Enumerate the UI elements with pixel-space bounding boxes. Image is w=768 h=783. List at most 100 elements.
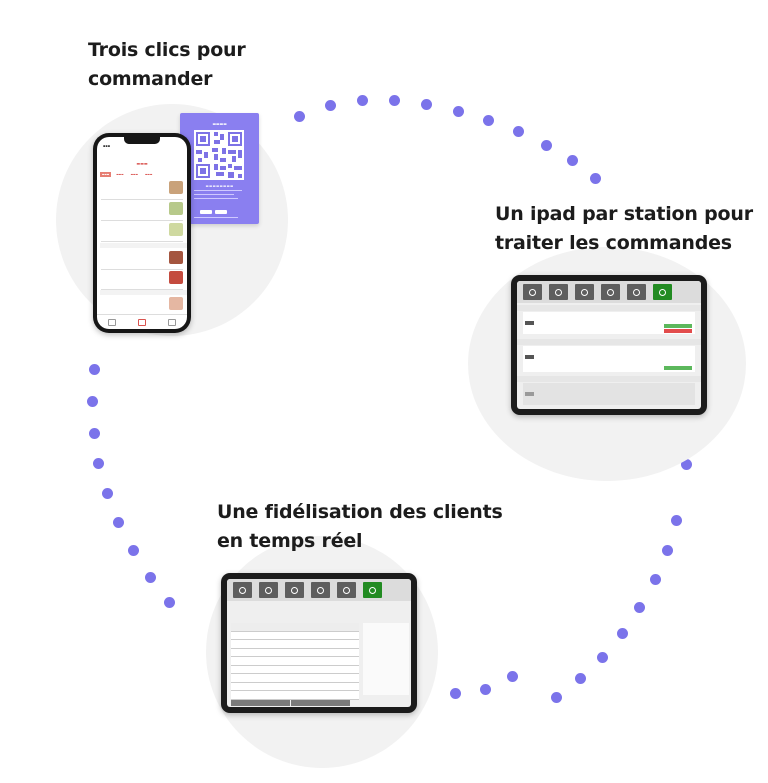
phone-menu-item xyxy=(101,200,183,221)
station-button-active xyxy=(653,284,672,300)
table-row xyxy=(231,657,359,666)
qr-card-text-line xyxy=(194,217,238,219)
loyalty-feature-title: Une fidélisation des clients en temps ré… xyxy=(217,498,503,556)
order-table-tag xyxy=(525,355,534,359)
station-button xyxy=(549,284,568,300)
path-dot xyxy=(88,427,100,439)
station-button xyxy=(575,284,594,300)
dish-thumbnail xyxy=(169,181,183,194)
order-table-tag xyxy=(525,392,534,396)
path-dot xyxy=(163,596,175,608)
order-card xyxy=(523,312,695,334)
order-title-line1: Trois clics pour xyxy=(88,39,246,61)
path-dot xyxy=(506,670,518,682)
dish-thumbnail xyxy=(169,297,183,310)
promotions-side-panel xyxy=(363,623,409,695)
path-dot xyxy=(482,114,494,126)
path-dot xyxy=(112,516,124,528)
path-dot xyxy=(680,458,692,470)
phone-bottom-nav xyxy=(97,314,187,329)
order-status-button xyxy=(664,366,692,370)
kitchen-ipad-screen xyxy=(517,281,701,409)
path-dot xyxy=(512,125,524,137)
loyalty-toolbar xyxy=(227,579,411,601)
phone-menu-item xyxy=(101,249,183,270)
order-section-header xyxy=(517,376,701,382)
order-card xyxy=(523,383,695,405)
station-button xyxy=(601,284,620,300)
phone-menu-item xyxy=(101,221,183,242)
table-row xyxy=(231,691,359,700)
path-dot xyxy=(356,94,368,106)
phone-mockup: ▪▪▪ ▬▬▬ ▬▬▬ ▬▬▬ ▬▬▬ ▬▬▬ xyxy=(93,133,191,333)
order-status-button xyxy=(664,324,692,328)
loyalty-ipad-mockup xyxy=(221,573,417,713)
qr-card-badge xyxy=(215,210,227,214)
path-dot xyxy=(92,457,104,469)
phone-tab: ▬▬▬ xyxy=(116,173,124,176)
order-section-header xyxy=(517,339,701,345)
path-dot xyxy=(452,105,464,117)
path-dot xyxy=(589,172,601,184)
phone-tab: ▬▬▬ xyxy=(100,172,112,177)
path-dot xyxy=(293,110,305,122)
table-row xyxy=(231,674,359,683)
loyalty-ipad-screen xyxy=(227,579,411,707)
path-dot xyxy=(88,363,100,375)
path-dot xyxy=(144,571,156,583)
loyalty-title-line1: Une fidélisation des clients xyxy=(217,501,503,523)
phone-menu-item xyxy=(101,295,183,315)
station-button xyxy=(627,284,646,300)
promotions-table xyxy=(231,623,359,700)
phone-tab: ▬▬▬ xyxy=(145,173,153,176)
toolbar-button xyxy=(311,582,330,598)
table-row xyxy=(231,631,359,640)
toolbar-button xyxy=(233,582,252,598)
path-dot xyxy=(388,94,400,106)
path-dot xyxy=(661,544,673,556)
qr-card-text-line xyxy=(194,198,238,200)
toolbar-button xyxy=(259,582,278,598)
path-dot xyxy=(574,672,586,684)
path-dot xyxy=(420,98,432,110)
path-dot xyxy=(324,99,336,111)
phone-section-divider xyxy=(100,243,187,248)
qr-card-text-line xyxy=(194,190,242,192)
qr-card-text-line xyxy=(194,194,234,196)
footer-segment xyxy=(231,700,290,706)
phone-menu-item xyxy=(101,269,183,290)
path-dot xyxy=(670,514,682,526)
loyalty-title-line2: en temps réel xyxy=(217,530,363,552)
path-dot xyxy=(616,627,628,639)
dish-thumbnail xyxy=(169,271,183,284)
kitchen-station-toolbar xyxy=(517,281,701,303)
path-dot xyxy=(449,687,461,699)
path-dot xyxy=(550,691,562,703)
qr-scan-icon xyxy=(138,318,146,326)
bag-icon xyxy=(168,318,176,326)
path-dot xyxy=(479,683,491,695)
order-table-tag xyxy=(525,321,534,325)
ipad-title-line2: traiter les commandes xyxy=(495,232,732,254)
toolbar-button xyxy=(337,582,356,598)
path-dot xyxy=(101,487,113,499)
qr-code-icon xyxy=(194,130,244,180)
order-card xyxy=(523,346,695,372)
phone-notch xyxy=(124,137,160,144)
phone-app-header: ▬▬▬ xyxy=(136,161,148,166)
table-header-row xyxy=(231,623,359,632)
dish-thumbnail xyxy=(169,223,183,236)
table-row xyxy=(231,640,359,649)
qr-card-heading: ▬▬▬▬ xyxy=(212,121,227,126)
kitchen-ipad-mockup xyxy=(511,275,707,415)
path-dot xyxy=(633,601,645,613)
order-title-line2: commander xyxy=(88,68,213,90)
table-row xyxy=(231,682,359,691)
path-dot xyxy=(127,544,139,556)
path-dot xyxy=(86,395,98,407)
order-feature-title: Trois clics pour commander xyxy=(88,36,246,94)
phone-status-bar: ▪▪▪ xyxy=(103,144,111,148)
path-dot xyxy=(649,573,661,585)
station-button xyxy=(523,284,542,300)
phone-tab: ▬▬▬ xyxy=(130,173,139,176)
